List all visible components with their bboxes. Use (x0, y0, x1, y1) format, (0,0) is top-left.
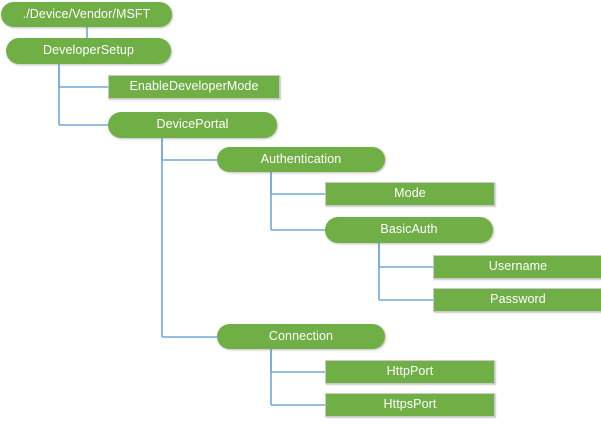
tree-node-label: EnableDeveloperMode (129, 79, 259, 94)
tree-node-mode[interactable]: Mode (325, 182, 495, 206)
tree-node-username[interactable]: Username (433, 255, 601, 279)
tree-node-auth[interactable]: Authentication (217, 147, 385, 172)
tree-node-label: DeveloperSetup (42, 43, 135, 58)
tree-node-password[interactable]: Password (433, 288, 601, 312)
tree-node-label: Mode (394, 186, 426, 201)
tree-node-root[interactable]: ./Device/Vendor/MSFT (1, 2, 172, 27)
tree-node-label: Username (488, 259, 548, 274)
tree-node-httpport[interactable]: HttpPort (325, 360, 495, 384)
tree-node-basicauth[interactable]: BasicAuth (325, 217, 493, 243)
tree-node-label: HttpPort (386, 364, 434, 379)
tree-node-enabledev[interactable]: EnableDeveloperMode (108, 75, 280, 99)
tree-node-connection[interactable]: Connection (217, 324, 385, 349)
tree-node-label: HttpsPort (383, 397, 437, 412)
tree-node-label: Password (490, 292, 546, 307)
tree-node-label: Authentication (260, 151, 342, 166)
tree-node-httpsport[interactable]: HttpsPort (325, 393, 495, 417)
tree-node-deviceportal[interactable]: DevicePortal (108, 112, 277, 138)
tree-node-label: BasicAuth (380, 222, 438, 237)
tree-node-devsetup[interactable]: DeveloperSetup (6, 38, 171, 64)
tree-node-label: ./Device/Vendor/MSFT (22, 6, 151, 21)
tree-node-label: Connection (268, 328, 334, 343)
tree-node-label: DevicePortal (156, 117, 229, 132)
